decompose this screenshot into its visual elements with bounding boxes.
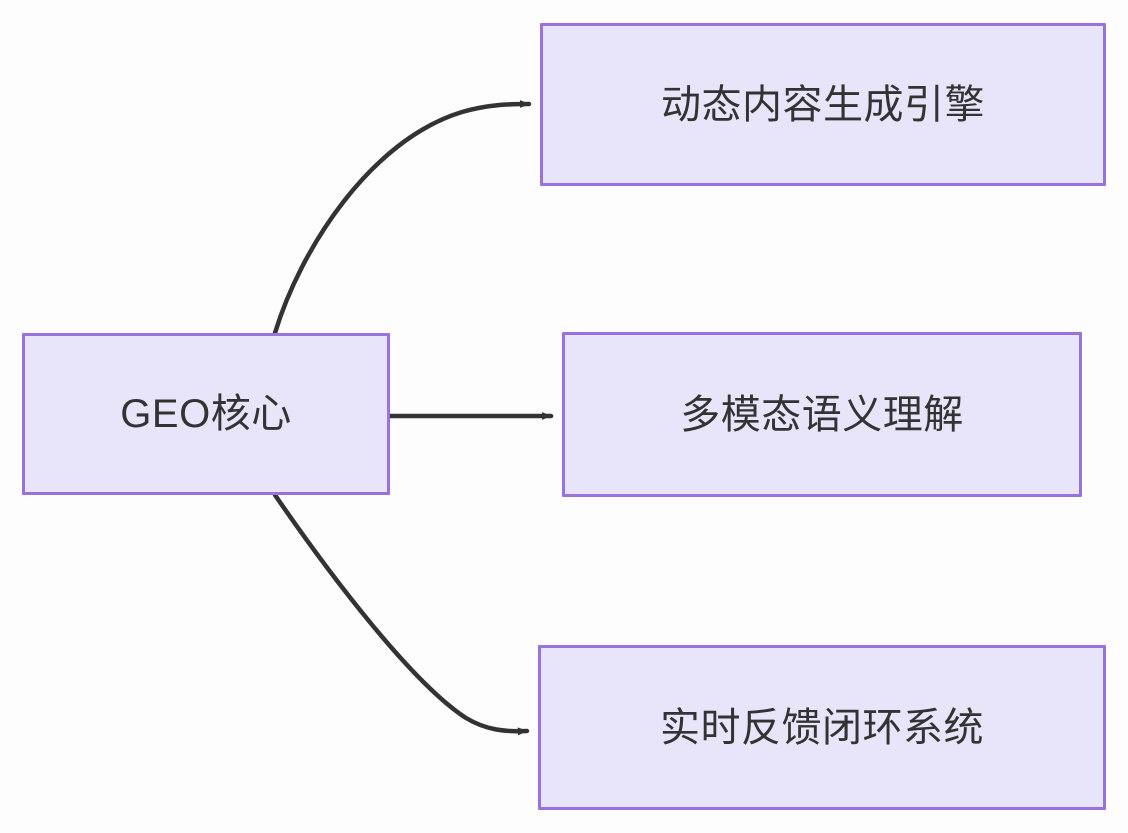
node-realtime-feedback-loop-system[interactable]: 实时反馈闭环系统 (538, 645, 1106, 810)
node-dynamic-content-engine-label: 动态内容生成引擎 (661, 82, 985, 127)
node-multimodal-semantic-understanding[interactable]: 多模态语义理解 (562, 332, 1082, 497)
node-realtime-feedback-loop-system-label: 实时反馈闭环系统 (660, 705, 984, 750)
node-geo-core[interactable]: GEO核心 (22, 333, 390, 495)
node-geo-core-label: GEO核心 (120, 392, 292, 436)
edge-root-to-branch-0 (272, 100, 532, 336)
node-multimodal-semantic-understanding-label: 多模态语义理解 (680, 392, 964, 437)
edge-root-to-branch-2 (272, 492, 530, 736)
node-dynamic-content-engine[interactable]: 动态内容生成引擎 (540, 23, 1106, 186)
